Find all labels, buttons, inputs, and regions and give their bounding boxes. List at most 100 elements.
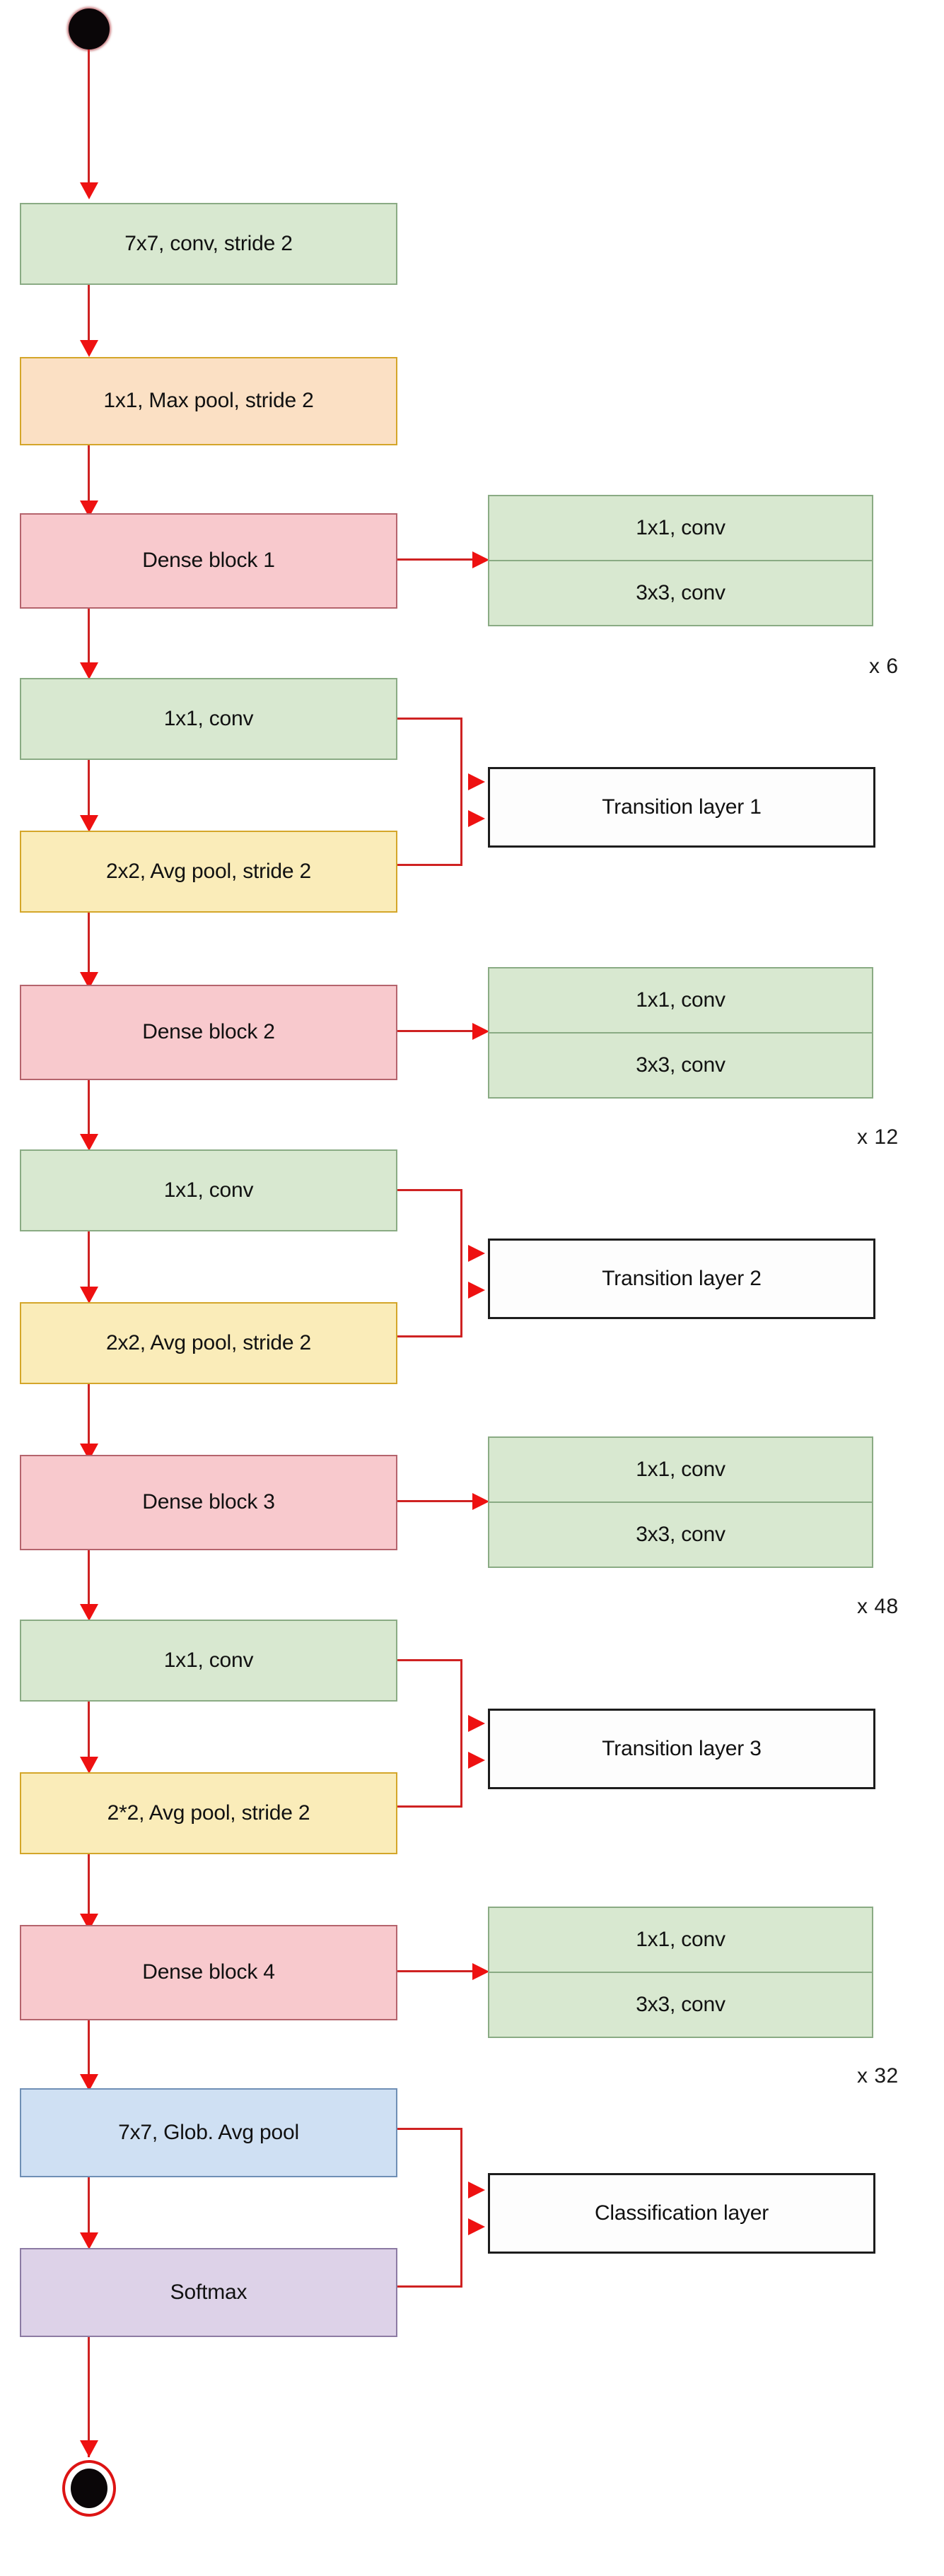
connector-softmax-to-end xyxy=(88,2337,90,2457)
arrowhead-to-detail2 xyxy=(472,1023,489,1040)
start-node xyxy=(69,8,110,49)
detail-stack-3-bottom: 3x3, conv xyxy=(489,1501,872,1567)
detail-stack-3-top: 1x1, conv xyxy=(636,1458,726,1481)
connector-dense4-to-globalpool xyxy=(88,2020,90,2076)
connector-avgpool3-to-dense4 xyxy=(88,1854,90,1915)
connector-maxpool-to-dense1 xyxy=(88,445,90,502)
node-avgpool-3[interactable]: 2*2, Avg pool, stride 2 xyxy=(20,1772,397,1854)
arrowhead-to-softmax xyxy=(80,2232,98,2249)
bracket-conv1x1b-out xyxy=(397,1189,462,1191)
connector-avgpool2-to-dense3 xyxy=(88,1384,90,1445)
node-avgpool-2[interactable]: 2x2, Avg pool, stride 2 xyxy=(20,1302,397,1384)
box-transition-layer-1-label: Transition layer 1 xyxy=(602,795,762,819)
box-transition-layer-1[interactable]: Transition layer 1 xyxy=(488,767,875,848)
detail-stack-1[interactable]: 1x1, conv 3x3, conv xyxy=(488,495,873,626)
node-conv1x1-b[interactable]: 1x1, conv xyxy=(20,1149,397,1231)
node-avgpool-3-label: 2*2, Avg pool, stride 2 xyxy=(107,1801,310,1825)
bracket-conv1x1a-out-1 xyxy=(397,718,462,720)
detail-stack-2-bottom: 3x3, conv xyxy=(489,1032,872,1097)
node-softmax[interactable]: Softmax xyxy=(20,2248,397,2337)
node-conv7x7[interactable]: 7x7, conv, stride 2 xyxy=(20,203,397,285)
connector-conv1x1b-to-avgpool2 xyxy=(88,1231,90,1288)
arrowhead-to-conv1x1b xyxy=(80,1134,98,1151)
bracket-avgpool1-out xyxy=(397,864,462,866)
node-dense-block-1[interactable]: Dense block 1 xyxy=(20,513,397,609)
node-conv1x1-c[interactable]: 1x1, conv xyxy=(20,1620,397,1702)
repeat-label-4: x 32 xyxy=(857,2064,899,2088)
bracket-vertical-1 xyxy=(460,718,462,866)
arrowhead-to-end xyxy=(80,2440,98,2457)
box-transition-layer-2[interactable]: Transition layer 2 xyxy=(488,1239,875,1319)
connector-conv7x7-to-maxpool xyxy=(88,285,90,341)
bracket-vertical-3 xyxy=(460,1659,462,1808)
node-dense-block-4-label: Dense block 4 xyxy=(142,1960,275,1984)
end-node-core xyxy=(71,2469,107,2508)
node-conv1x1-c-label: 1x1, conv xyxy=(163,1648,254,1672)
bracket-globalpool-out xyxy=(397,2128,462,2130)
node-global-avg-pool-label: 7x7, Glob. Avg pool xyxy=(118,2120,299,2144)
arrowhead-transition3-upper xyxy=(468,1715,485,1732)
node-conv1x1-b-label: 1x1, conv xyxy=(163,1178,254,1202)
node-conv1x1-a-label: 1x1, conv xyxy=(163,706,254,730)
node-softmax-label: Softmax xyxy=(170,2280,247,2304)
node-dense-block-2-label: Dense block 2 xyxy=(142,1020,275,1044)
box-transition-layer-2-label: Transition layer 2 xyxy=(602,1266,762,1290)
repeat-label-3: x 48 xyxy=(857,1595,899,1618)
bracket-vertical-4 xyxy=(460,2128,462,2288)
detail-stack-4-bottom: 3x3, conv xyxy=(489,1972,872,2037)
detail-stack-4[interactable]: 1x1, conv 3x3, conv xyxy=(488,1907,873,2038)
arrowhead-classification-lower xyxy=(468,2218,485,2235)
box-classification-layer[interactable]: Classification layer xyxy=(488,2173,875,2254)
bracket-vertical-2 xyxy=(460,1189,462,1337)
node-dense-block-3[interactable]: Dense block 3 xyxy=(20,1455,397,1550)
detail-stack-3[interactable]: 1x1, conv 3x3, conv xyxy=(488,1436,873,1568)
connector-start-to-conv7x7 xyxy=(88,49,90,184)
detail-stack-1-bottom: 3x3, conv xyxy=(489,560,872,625)
node-dense-block-1-label: Dense block 1 xyxy=(142,549,275,573)
repeat-label-2: x 12 xyxy=(857,1125,899,1149)
node-global-avg-pool[interactable]: 7x7, Glob. Avg pool xyxy=(20,2088,397,2177)
arrowhead-to-conv1x1c xyxy=(80,1604,98,1621)
detail-stack-1-top: 1x1, conv xyxy=(636,516,726,539)
arrowhead-to-conv1x1a xyxy=(80,662,98,679)
node-maxpool[interactable]: 1x1, Max pool, stride 2 xyxy=(20,357,397,445)
detail-stack-2[interactable]: 1x1, conv 3x3, conv xyxy=(488,967,873,1099)
connector-avgpool1-to-dense2 xyxy=(88,913,90,973)
connector-dense1-to-conv1x1a xyxy=(88,609,90,664)
connector-dense2-to-detail2 xyxy=(397,1030,475,1032)
node-dense-block-2[interactable]: Dense block 2 xyxy=(20,985,397,1080)
connector-dense4-to-detail4 xyxy=(397,1970,475,1972)
arrowhead-to-detail4 xyxy=(472,1963,489,1980)
node-maxpool-label: 1x1, Max pool, stride 2 xyxy=(103,389,314,413)
repeat-label-1: x 6 xyxy=(869,655,899,678)
arrowhead-to-detail1 xyxy=(472,551,489,568)
arrowhead-transition2-upper xyxy=(468,1245,485,1262)
node-avgpool-1-label: 2x2, Avg pool, stride 2 xyxy=(105,859,312,883)
node-conv1x1-a[interactable]: 1x1, conv xyxy=(20,678,397,760)
connector-dense2-to-conv1x1b xyxy=(88,1080,90,1135)
box-classification-layer-label: Classification layer xyxy=(594,2201,769,2225)
connector-conv1x1a-to-avgpool1 xyxy=(88,760,90,816)
node-conv7x7-label: 7x7, conv, stride 2 xyxy=(124,231,293,255)
connector-dense1-to-detail1 xyxy=(397,558,475,561)
node-dense-block-3-label: Dense block 3 xyxy=(142,1490,275,1514)
node-avgpool-2-label: 2x2, Avg pool, stride 2 xyxy=(105,1330,312,1354)
box-transition-layer-3-label: Transition layer 3 xyxy=(602,1736,762,1760)
detail-stack-2-top: 1x1, conv xyxy=(636,988,726,1012)
detail-stack-4-top: 1x1, conv xyxy=(636,1928,726,1951)
bracket-conv1x1c-out xyxy=(397,1659,462,1661)
box-transition-layer-3[interactable]: Transition layer 3 xyxy=(488,1709,875,1789)
connector-conv1x1c-to-avgpool3 xyxy=(88,1702,90,1758)
arrowhead-to-avgpool2 xyxy=(80,1287,98,1304)
arrowhead-transition1-lower xyxy=(468,810,485,827)
bracket-avgpool3-out xyxy=(397,1805,462,1808)
node-avgpool-1[interactable]: 2x2, Avg pool, stride 2 xyxy=(20,831,397,913)
arrowhead-transition1-upper xyxy=(468,773,485,790)
node-dense-block-4[interactable]: Dense block 4 xyxy=(20,1925,397,2020)
arrowhead-to-avgpool3 xyxy=(80,1757,98,1774)
arrowhead-classification-upper xyxy=(468,2182,485,2199)
arrowhead-transition3-lower xyxy=(468,1752,485,1769)
bracket-avgpool2-out xyxy=(397,1335,462,1337)
arrowhead-transition2-lower xyxy=(468,1282,485,1299)
